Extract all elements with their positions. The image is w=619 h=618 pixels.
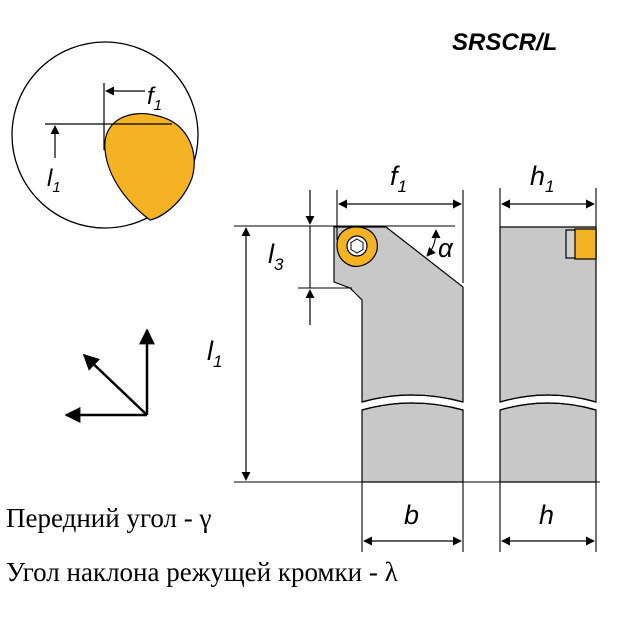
l1-label: l1 (207, 336, 222, 371)
l3-label: l3 (268, 239, 284, 274)
break-line-front-2 (361, 402, 464, 411)
alpha-label: α (438, 233, 454, 263)
f1-label: f1 (390, 161, 407, 196)
insert-screw (346, 235, 368, 257)
rake-angle-caption: Передний угол - γ (6, 503, 212, 533)
h1-label: h1 (530, 161, 555, 196)
dimension-h: h (499, 482, 597, 552)
alpha-angle: α (426, 229, 454, 263)
detail-l1-label: l1 (47, 165, 61, 196)
h-label: h (539, 500, 554, 530)
holder-side-view (499, 226, 597, 483)
product-code: SRSCR/L (452, 29, 557, 56)
dimension-h1: h1 (499, 161, 597, 227)
break-line-front-1 (361, 394, 464, 403)
break-line-side-2 (499, 402, 597, 411)
inclination-angle-caption: Угол наклона режущей кромки - λ (6, 557, 398, 587)
hex-socket-icon (350, 238, 364, 254)
dimension-l3: l3 (268, 190, 455, 325)
dimension-l1: l1 (207, 225, 600, 483)
holder-front-view (333, 226, 464, 483)
holder-front-shank (361, 402, 464, 483)
insert-detail-view: f1 l1 (11, 41, 199, 229)
b-label: b (404, 500, 419, 530)
insert-side (574, 228, 597, 260)
dimension-f1: f1 (336, 161, 464, 283)
insert-detail-shape (104, 112, 195, 221)
coordinate-axes-icon (64, 328, 155, 423)
dimension-b: b (361, 482, 464, 552)
detail-f1-label: f1 (147, 83, 162, 114)
break-line-side-1 (499, 394, 597, 403)
holder-side-shank (499, 402, 597, 483)
